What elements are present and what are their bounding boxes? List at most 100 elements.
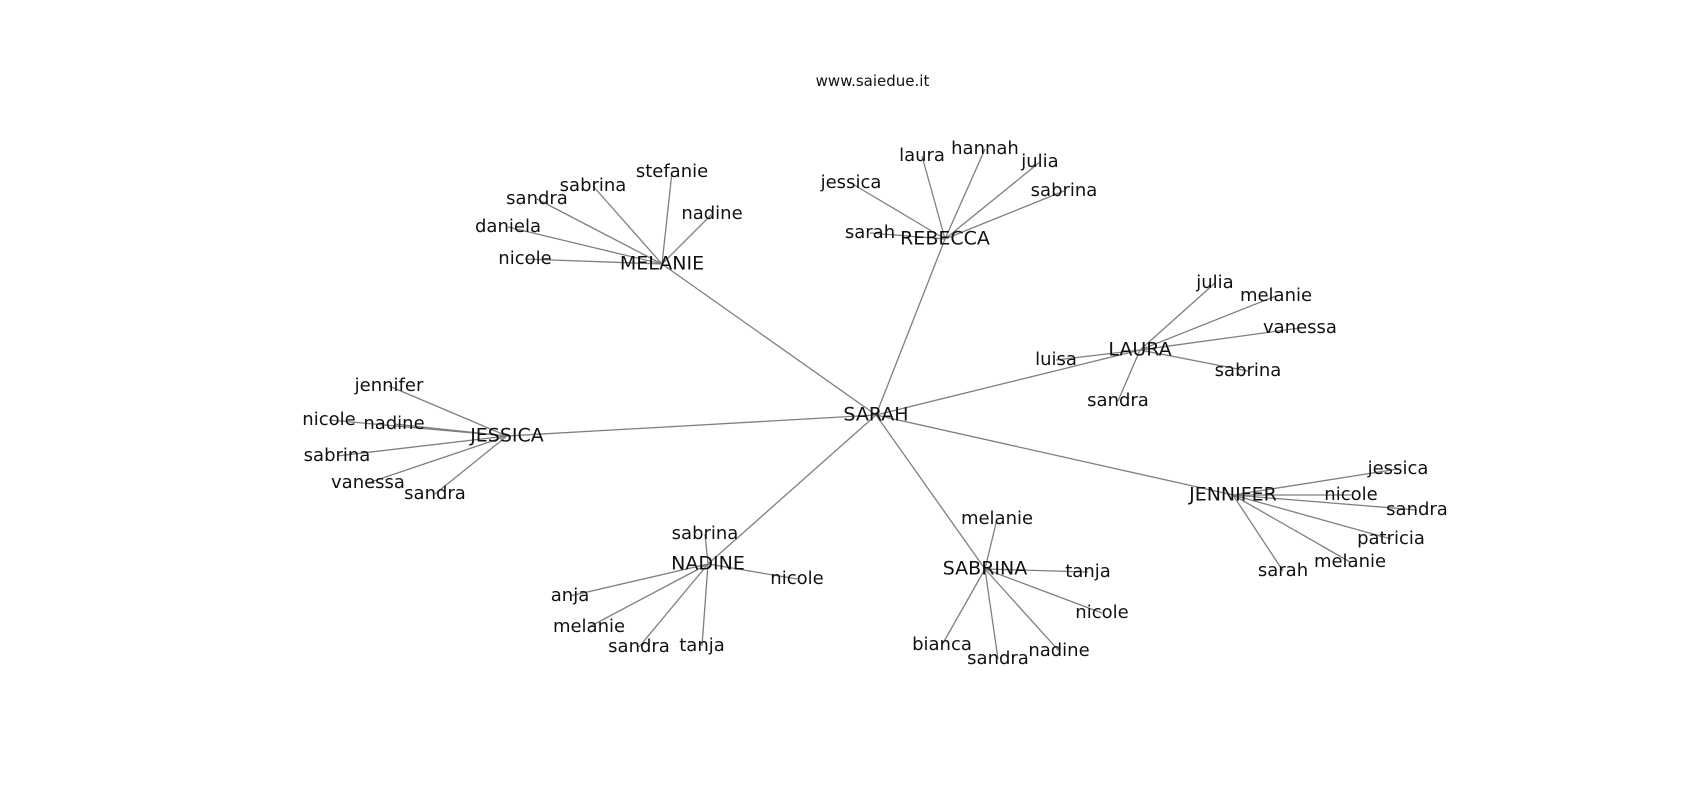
leaf-node-label: melanie (553, 616, 625, 637)
edge-hub-to-leaf (1139, 295, 1277, 351)
edge-center-to-hub (707, 414, 877, 565)
hub-node-label: JENNIFER (1188, 484, 1277, 506)
leaf-node-label: luisa (1035, 349, 1077, 370)
leaf-node-label: hannah (951, 138, 1019, 159)
leaf-node-label: patricia (1357, 528, 1425, 549)
leaf-node-label: tanja (1065, 561, 1111, 582)
edge-hub-to-leaf (569, 563, 709, 597)
leaf-node-label: bianca (912, 634, 972, 655)
leaf-node-label: sandra (1386, 499, 1448, 520)
leaf-node-label: nicole (498, 248, 551, 269)
edge-hub-to-leaf (1139, 349, 1249, 372)
watermark: www.saiedue.it (815, 72, 930, 90)
leaf-node-label: sabrina (1031, 180, 1098, 201)
edge-hub-to-leaf (507, 226, 663, 265)
edge-hub-to-leaf (869, 232, 946, 240)
leaf-node-label: sabrina (304, 445, 371, 466)
leaf-node-label: daniela (475, 216, 541, 237)
edge-hub-to-leaf (388, 385, 508, 437)
hub-node-label: JESSICA (469, 425, 544, 447)
hub-node-label: MELANIE (620, 253, 704, 275)
leaf-node-label: sabrina (1215, 360, 1282, 381)
edge-hub-to-leaf (592, 185, 663, 265)
leaf-node-label: sandra (506, 188, 568, 209)
edge-hub-to-leaf (367, 435, 508, 484)
edge-hub-to-leaf (1055, 349, 1141, 361)
edge-hub-to-leaf (1139, 282, 1216, 351)
leaf-node-label: julia (1195, 272, 1233, 293)
leaf-node-label: anja (551, 585, 589, 606)
hub-node-label: LAURA (1108, 339, 1171, 361)
edges-layer (328, 148, 1418, 660)
edge-hub-to-leaf (944, 190, 1065, 240)
leaf-node-label: sabrina (560, 175, 627, 196)
hub-node-label: NADINE (671, 553, 745, 575)
edge-hub-to-leaf (984, 568, 999, 660)
edge-center-to-hub (506, 414, 877, 437)
leaf-node-label: nicole (770, 568, 823, 589)
leaf-node-label: sandra (1087, 390, 1149, 411)
leaf-node-label: melanie (1314, 551, 1386, 572)
edge-center-to-hub (875, 238, 946, 416)
edge-hub-to-leaf (588, 563, 709, 628)
leaf-node-label: nadine (363, 413, 424, 434)
leaf-node-label: nicole (1075, 602, 1128, 623)
labels-layer: SARAH MELANIE stefanie sabrina nadine sandra d… (302, 138, 1448, 669)
edge-hub-to-leaf (984, 568, 1103, 614)
edge-hub-to-leaf (1232, 494, 1284, 572)
leaf-node-label: melanie (961, 508, 1033, 529)
leaf-node-label: sarah (1258, 560, 1308, 581)
edge-hub-to-leaf (984, 568, 1060, 652)
edge-hub-to-leaf (1232, 494, 1351, 563)
edge-hub-to-leaf (704, 533, 709, 565)
edge-hub-to-leaf (984, 518, 998, 570)
edge-hub-to-leaf (638, 563, 709, 648)
leaf-node-label: sandra (608, 636, 670, 657)
leaf-node-label: julia (1020, 151, 1058, 172)
edge-center-to-hub (661, 263, 877, 416)
leaf-node-label: sarah (845, 222, 895, 243)
edge-hub-to-leaf (1117, 349, 1141, 402)
edge-hub-to-leaf (661, 171, 673, 265)
leaf-node-label: vanessa (1263, 317, 1337, 338)
hub-node-label: REBECCA (900, 228, 990, 250)
edge-hub-to-leaf (1232, 494, 1418, 511)
leaf-node-label: nicole (302, 409, 355, 430)
leaf-node-label: jennifer (354, 375, 424, 396)
edge-hub-to-leaf (701, 563, 709, 647)
leaf-node-label: sandra (404, 483, 466, 504)
leaf-node-label: laura (899, 145, 945, 166)
leaf-node-label: tanja (679, 635, 725, 656)
edge-hub-to-leaf (1232, 468, 1399, 496)
leaf-node-label: stefanie (636, 161, 708, 182)
edge-hub-to-leaf (536, 198, 663, 265)
hub-node-label: SABRINA (943, 558, 1027, 580)
leaf-node-label: nicole (1324, 484, 1377, 505)
edge-center-to-hub (875, 349, 1141, 416)
center-node-label: SARAH (843, 404, 908, 426)
edge-hub-to-leaf (1232, 494, 1392, 540)
edge-hub-to-leaf (941, 568, 986, 646)
edge-center-to-hub (875, 414, 1234, 496)
leaf-node-label: jessica (820, 172, 882, 193)
edge-hub-to-leaf (336, 435, 508, 457)
edge-hub-to-leaf (707, 563, 798, 580)
leaf-node-label: jessica (1367, 458, 1429, 479)
edge-hub-to-leaf (984, 568, 1089, 573)
edge-hub-to-leaf (1139, 327, 1301, 351)
edge-hub-to-leaf (850, 182, 946, 240)
leaf-node-label: nadine (681, 203, 742, 224)
edge-hub-to-leaf (434, 435, 508, 495)
edge-center-to-hub (875, 414, 986, 570)
edge-hub-to-leaf (944, 148, 986, 240)
edge-hub-to-leaf (944, 161, 1041, 240)
leaf-node-label: nadine (1028, 640, 1089, 661)
edge-hub-to-leaf (524, 258, 663, 265)
edge-hub-to-leaf (921, 155, 946, 240)
leaf-node-label: vanessa (331, 472, 405, 493)
edge-hub-to-leaf (393, 423, 508, 437)
edge-hub-to-leaf (661, 213, 713, 265)
leaf-node-label: melanie (1240, 285, 1312, 306)
